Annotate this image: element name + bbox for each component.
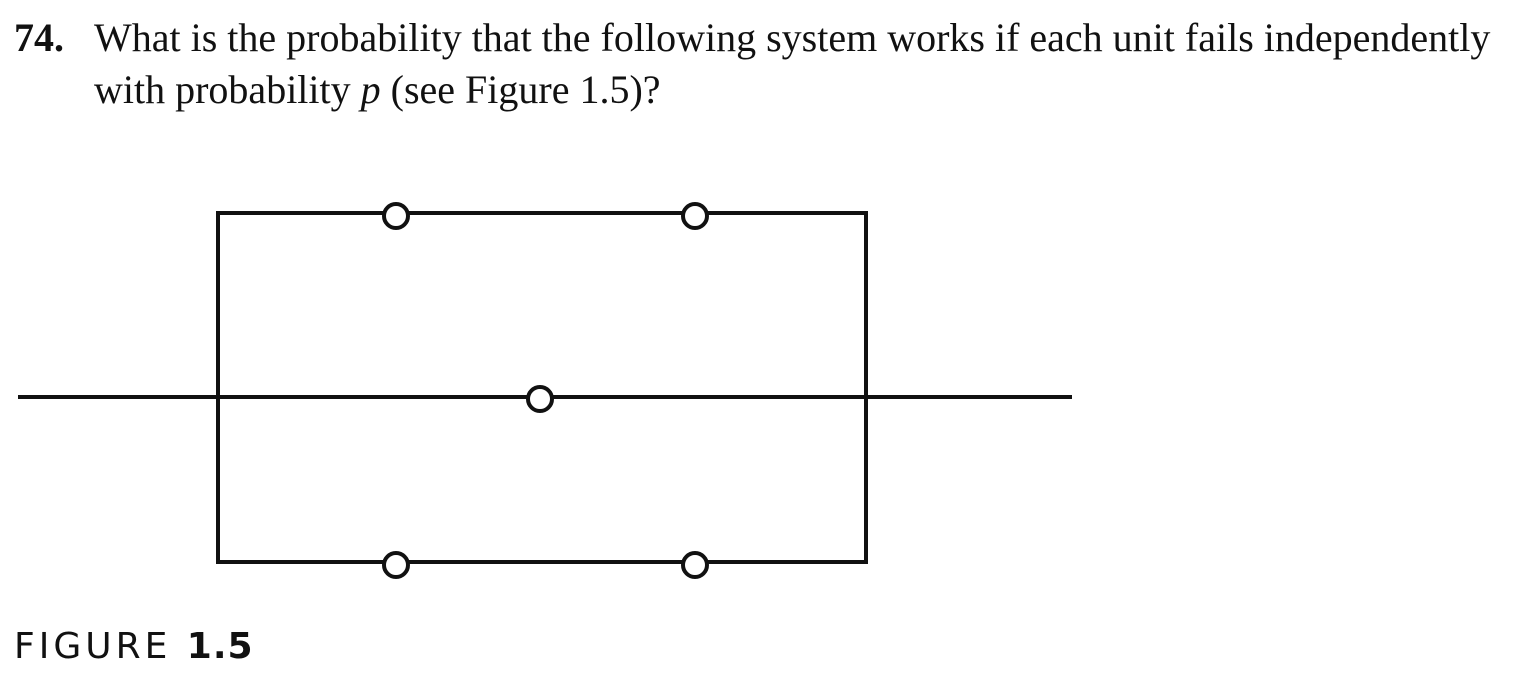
problem-statement: 74. What is the probability that the fol… bbox=[14, 12, 1509, 116]
unit-bottom-2 bbox=[681, 551, 709, 579]
probability-variable: p bbox=[360, 67, 381, 112]
problem-text-end: (see Figure 1.5)? bbox=[380, 67, 661, 112]
unit-top-2 bbox=[681, 202, 709, 230]
unit-top-1 bbox=[382, 202, 410, 230]
figure-caption: FIGURE 1.5 bbox=[14, 622, 254, 672]
figure-caption-label: FIGURE bbox=[14, 626, 172, 667]
problem-number: 74. bbox=[14, 15, 64, 60]
unit-bottom-1 bbox=[382, 551, 410, 579]
unit-middle bbox=[526, 385, 554, 413]
problem-text: What is the probability that the followi… bbox=[94, 12, 1509, 116]
figure-caption-number: 1.5 bbox=[186, 626, 254, 667]
problem-text-start: What is the probability that the followi… bbox=[94, 15, 1491, 112]
